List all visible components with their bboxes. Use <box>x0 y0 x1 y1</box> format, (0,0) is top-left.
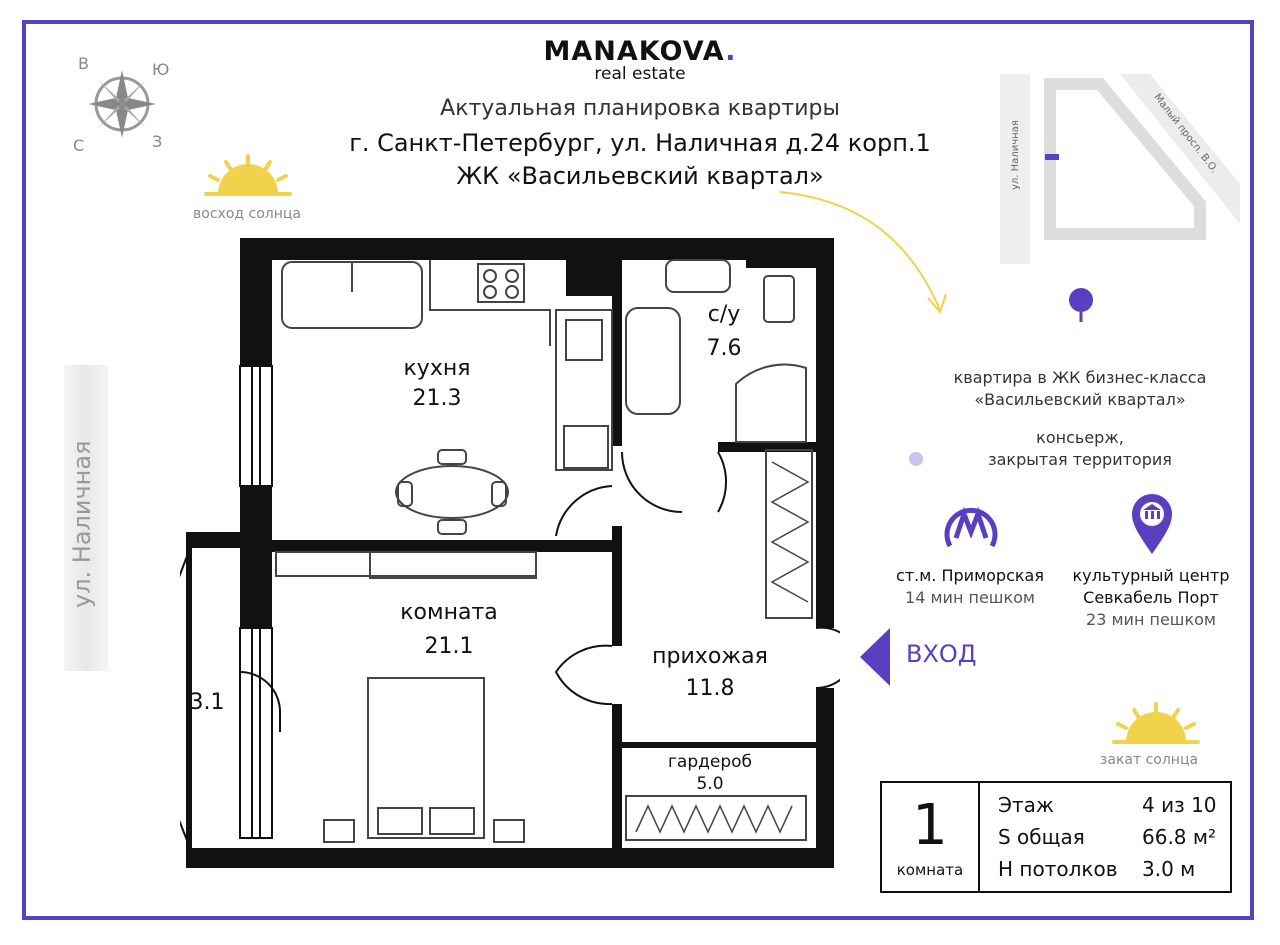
sunset-label: закат солнца <box>1099 752 1199 768</box>
address: г. Санкт-Петербург, ул. Наличная д.24 ко… <box>349 129 931 157</box>
street-strip <box>64 365 108 671</box>
culture-line1: культурный центр <box>1072 566 1230 585</box>
location-arrow-icon <box>760 180 960 334</box>
info-line2: «Васильевский квартал» <box>974 390 1186 409</box>
compass-n: В <box>78 54 89 73</box>
location-minimap <box>1000 74 1240 264</box>
sunset-icon <box>1108 700 1204 754</box>
metro-name: ст.м. Приморская <box>896 566 1044 585</box>
bath-area: 7.6 <box>706 336 742 361</box>
street-left-label: ул. Наличная <box>68 440 96 608</box>
minimap-street-v: ул. Наличная <box>1010 120 1021 190</box>
entrance-label: ВХОД <box>906 640 977 668</box>
bullet-dot <box>909 452 923 466</box>
info-line1: квартира в ЖК бизнес-класса <box>953 368 1207 387</box>
compass-s: З <box>152 132 163 151</box>
sunrise-label: восход солнца <box>193 206 301 222</box>
brand-subtitle: real estate <box>594 64 686 84</box>
rooms-count-cell: 1 комната <box>882 783 980 891</box>
info-line4: закрытая территория <box>988 450 1172 469</box>
floor-value: 4 из 10 <box>1142 793 1217 817</box>
ceiling-value: 3.0 м <box>1142 857 1196 881</box>
compass-w: С <box>73 136 85 155</box>
museum-pin-icon <box>1130 494 1174 560</box>
location-pin-icon <box>1066 286 1096 326</box>
compass <box>70 52 180 162</box>
bath-name: с/у <box>707 302 741 327</box>
brand-logo: MANAKOVA. <box>543 36 737 67</box>
ceiling-label: Н потолков <box>998 857 1118 881</box>
hall-name: прихожая <box>652 644 768 669</box>
rooms-label: комната <box>896 861 964 879</box>
kitchen-area: 21.3 <box>412 386 462 411</box>
plan-title: Актуальная планировка квартиры <box>440 96 840 121</box>
compass-e: Ю <box>152 60 170 79</box>
balcony-area: 3.1 <box>189 690 225 715</box>
rooms-count: 1 <box>912 793 948 858</box>
culture-time: 23 мин пешком <box>1086 610 1216 629</box>
metro-time: 14 мин пешком <box>905 588 1035 607</box>
kitchen-name: кухня <box>403 356 471 381</box>
page-border <box>22 20 1254 920</box>
wardrobe-area: 5.0 <box>696 774 724 794</box>
stats-box: 1 комната Этаж 4 из 10 S общая 66.8 м² Н… <box>880 781 1232 893</box>
compass-icon <box>88 70 156 138</box>
wardrobe-name: гардероб <box>667 752 753 772</box>
floor-label: Этаж <box>998 793 1054 817</box>
entrance-arrow-icon <box>858 626 892 692</box>
room-name: комната <box>400 600 498 625</box>
room-area: 21.1 <box>424 634 474 659</box>
metro-icon <box>942 502 1000 554</box>
area-value: 66.8 м² <box>1142 825 1216 849</box>
culture-line2: Севкабель Порт <box>1083 588 1219 607</box>
hall-area: 11.8 <box>685 676 735 701</box>
info-line3: консьерж, <box>1036 428 1124 447</box>
area-label: S общая <box>998 825 1085 849</box>
sunrise-icon <box>200 152 296 206</box>
floor-plan <box>171 236 858 872</box>
complex-name: ЖК «Васильевский квартал» <box>456 162 824 190</box>
